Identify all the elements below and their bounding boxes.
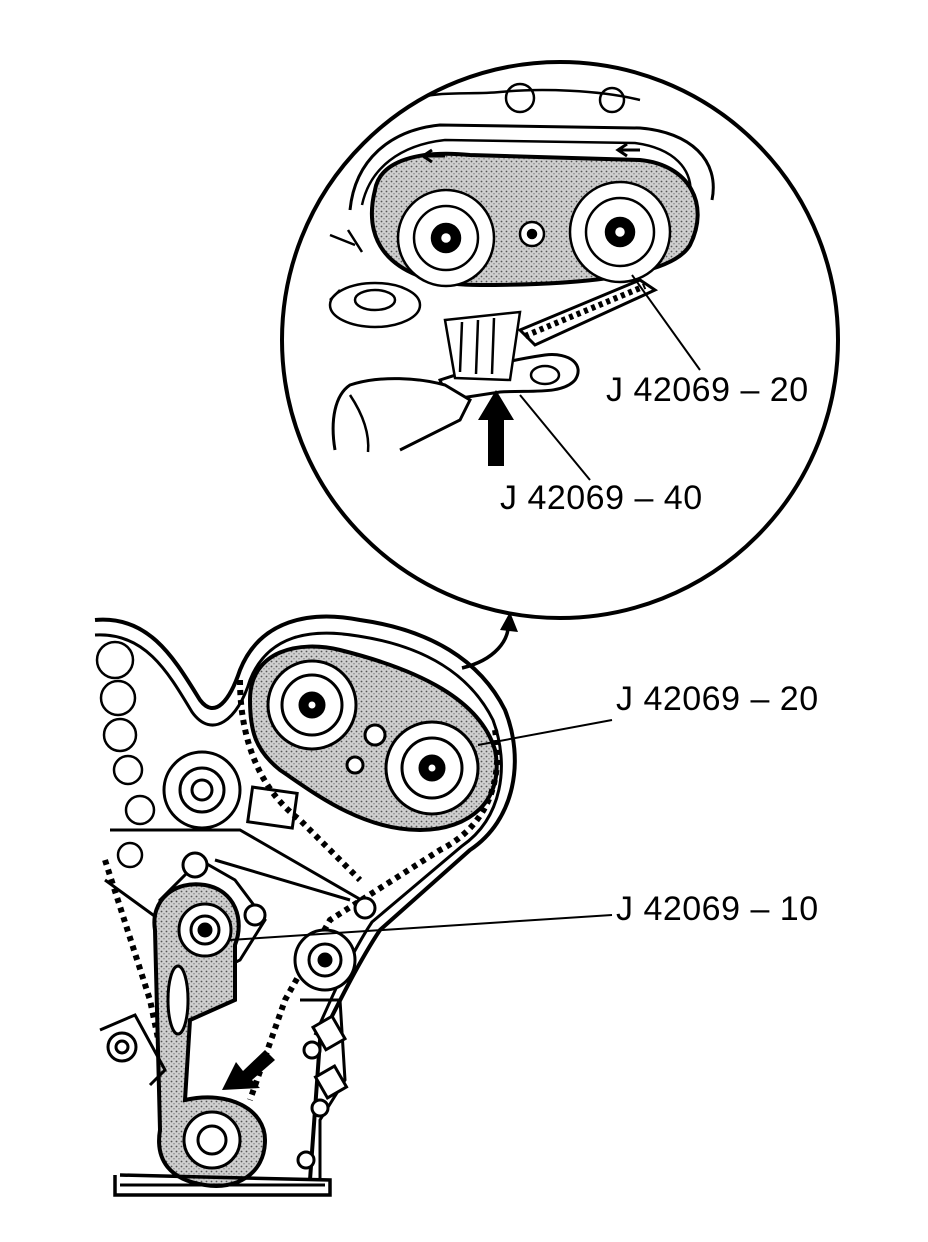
detail-right-cam-pulley [568,180,672,284]
engine-front-view [94,614,613,1197]
up-arrow-icon [478,390,514,466]
detail-cam-holder-label: J 42069 – 20 [606,371,809,409]
rotation-arrow-icon [615,142,640,158]
main-right-cam-pulley [384,720,480,816]
main-cam-holder-label: J 42069 – 20 [616,680,819,718]
detail-view [280,60,840,620]
crank-tool [152,882,268,1188]
detail-left-cam-pulley [396,188,496,288]
diagonal-arrow-icon [222,1050,275,1090]
main-left-cam-pulley [266,659,358,751]
detail-tension-tool-label: J 42069 – 40 [500,479,703,517]
rotation-arrow-icon [420,148,445,164]
main-crank-tool-label: J 42069 – 10 [616,890,819,928]
